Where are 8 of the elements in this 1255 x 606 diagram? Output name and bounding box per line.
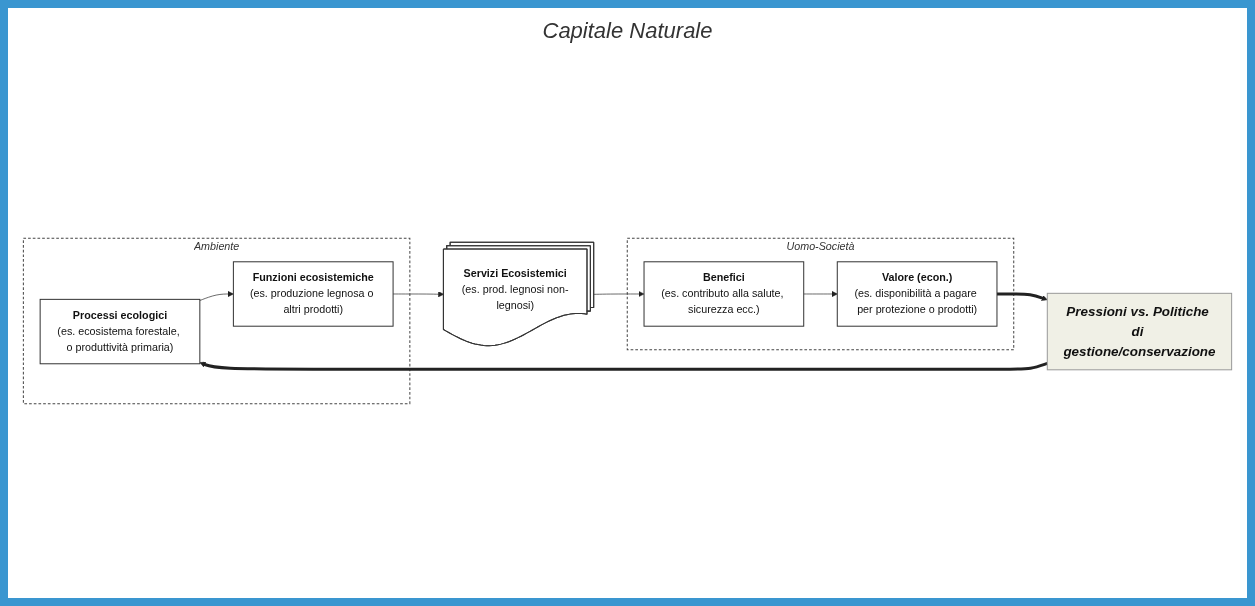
node-box: Pressioni vs. Politiche di gestione/conservazione [1046,292,1233,371]
node-box: Benefici (es. contributo alla salute, sicurezza ecc.) [643,261,805,327]
node-box: Funzioni ecosistemiche (es. produzione legnosa o altri prodotti) [232,261,394,327]
node-box: Processi ecologici (es. ecosistema forestale, o produttività primaria) [39,298,201,365]
section-label: Capitale Naturale [542,18,713,43]
arrow [199,361,1048,371]
arrow [996,292,1048,301]
node-box: Valore (econ.) (es. disponibilità a pagare per protezione o prodotti) [836,261,998,327]
